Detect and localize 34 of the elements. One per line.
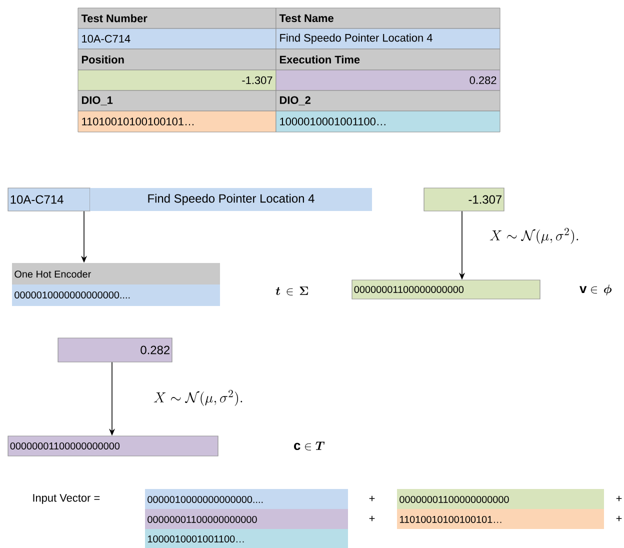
encoder-box: One Hot Encoder 0000010000000000000.... — [12, 263, 220, 306]
vector-cell: 0000010000000000000.... — [145, 489, 348, 509]
id-box: 10A-C714 — [8, 188, 90, 212]
table-cell: Test Number — [78, 8, 276, 29]
table-cell: 0.282 — [276, 70, 500, 91]
table-cell: 1000010001001100… — [276, 110, 500, 132]
row-label: Input Vector = — [33, 494, 100, 504]
vector-box: 00000001100000000000 — [8, 436, 218, 456]
set-membership: $\boldsymbol{t} \, \in \, \boldsymbol{\Sigma}$ — [276, 286, 308, 296]
vector-cell: 1000010001001100… — [145, 529, 348, 548]
node-label: Find Speedo Pointer Location 4 — [148, 194, 314, 206]
plus-sign: + — [616, 496, 622, 502]
edge-label: $X \sim \mathcal{N}(\mu, \sigma^2).$ — [490, 228, 578, 244]
vector-box: 00000001100000000000 — [352, 280, 540, 300]
value-box: -1.307 — [424, 188, 504, 212]
table-cell: 11010010100100101… — [78, 110, 276, 132]
edge-label: $X \sim \mathcal{N}(\mu, \sigma^2).$ — [154, 390, 242, 406]
table-cell: DIO_2 — [276, 90, 500, 112]
set-membership: $\mathbf{v} \in \, \boldsymbol{\phi}$ — [580, 284, 612, 296]
plus-sign: + — [369, 496, 375, 502]
set-membership: $\mathbf{c} \in \boldsymbol{T}$ — [294, 442, 325, 450]
table-cell: 10A-C714 — [78, 28, 276, 50]
plus-sign: + — [616, 516, 622, 522]
vector-cell: 11010010100100101… — [397, 509, 604, 529]
table-cell: -1.307 — [78, 70, 276, 91]
value-box: 0.282 — [58, 338, 172, 362]
table-cell: Execution Time — [276, 48, 500, 70]
plus-sign: + — [369, 516, 375, 522]
table-cell: Position — [78, 48, 276, 70]
table-cell: Test Name — [276, 8, 500, 29]
vector-cell: 00000001100000000000 — [397, 489, 604, 509]
table-cell: Find Speedo Pointer Location 4 — [276, 28, 500, 50]
table-cell: DIO_1 — [78, 90, 276, 112]
vector-cell: 00000001100000000000 — [145, 509, 348, 529]
